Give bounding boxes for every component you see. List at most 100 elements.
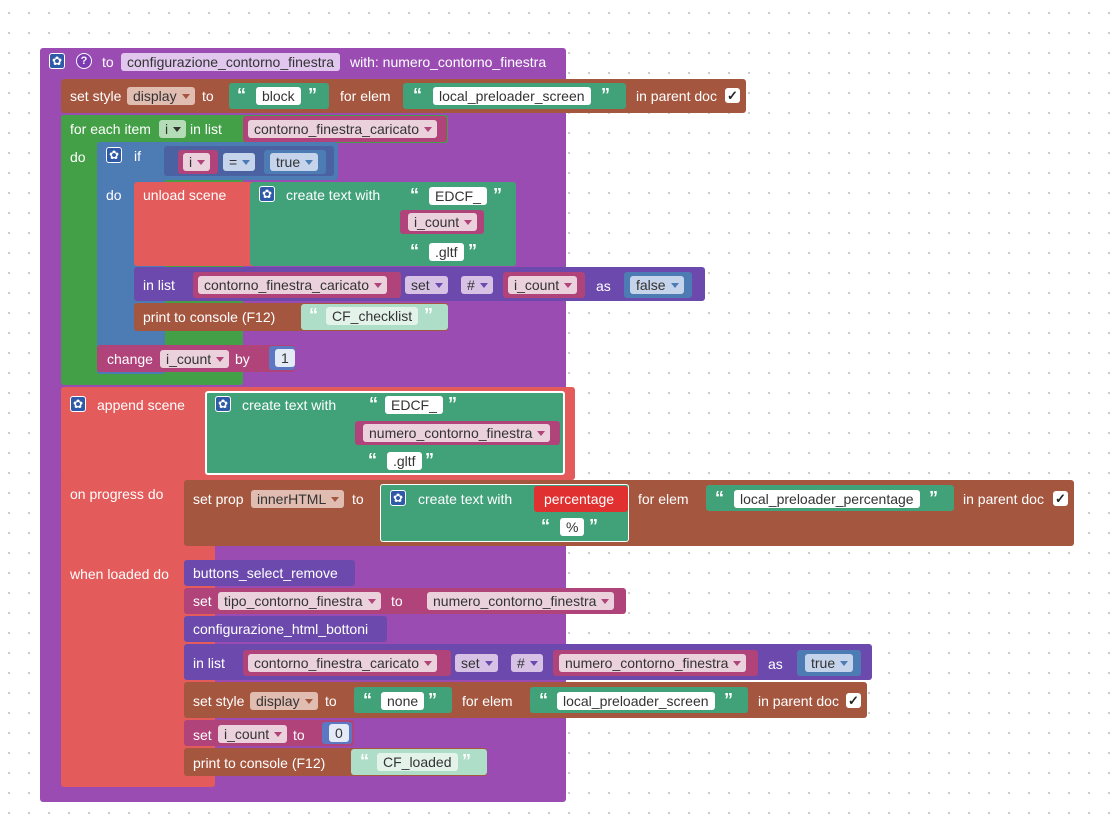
number-value[interactable]: 0 [329, 724, 349, 742]
list-var-dropdown[interactable]: contorno_finestra_caricato [248, 120, 437, 138]
gear-icon[interactable]: ✿ [49, 53, 65, 69]
as-label: as [768, 656, 783, 672]
list-var-dropdown[interactable]: contorno_finestra_caricato [248, 654, 437, 672]
text-value[interactable]: none [381, 692, 425, 710]
gear-icon[interactable]: ✿ [259, 186, 275, 202]
index-var-dropdown[interactable]: i_count [508, 276, 578, 294]
set-to-label: to [391, 593, 403, 609]
style-prop-dropdown[interactable]: display [250, 692, 318, 710]
open-quote-icon: “ [309, 305, 318, 325]
close-quote-icon: ” [425, 450, 434, 470]
open-quote-icon: “ [413, 85, 422, 105]
for-each-do-label: do [70, 149, 86, 165]
in-parent-doc-label: in parent doc [963, 491, 1044, 507]
list-mode-dropdown[interactable]: set [405, 276, 448, 294]
text-item-3[interactable]: .gltf [387, 452, 422, 470]
for-each-label: for each item [70, 121, 151, 137]
in-parent-checkbox[interactable]: ✓ [725, 88, 740, 103]
set-prop-dropdown[interactable]: innerHTML [251, 490, 345, 508]
unload-scene-label: unload scene [143, 187, 227, 203]
number-value[interactable]: 1 [275, 349, 295, 367]
icount-var-dropdown[interactable]: i_count [408, 213, 478, 231]
set-prop-label: set prop [193, 491, 244, 507]
if-do-label: do [106, 187, 122, 203]
set-style-label: set style [193, 693, 245, 709]
set-var-dropdown[interactable]: tipo_contorno_finestra [218, 592, 381, 610]
param-var-dropdown[interactable]: numero_contorno_finestra [427, 592, 615, 610]
in-parent-doc-label: in parent doc [636, 88, 717, 104]
in-list-label: in list [193, 655, 225, 671]
close-quote-icon: ” [493, 185, 502, 205]
for-elem-label: for elem [462, 693, 513, 709]
buttons-select-remove-block[interactable] [184, 560, 355, 586]
set-label: set [193, 593, 212, 609]
percent-text[interactable]: % [560, 518, 585, 536]
in-parent-checkbox[interactable]: ✓ [846, 693, 861, 708]
style-prop-dropdown[interactable]: display [127, 87, 195, 105]
open-quote-icon: “ [363, 690, 372, 710]
close-quote-icon: ” [462, 751, 471, 771]
text-elem-value[interactable]: local_preloader_percentage [734, 490, 920, 508]
text-elem-value[interactable]: local_preloader_screen [433, 87, 591, 105]
set-prop-to-label: to [352, 491, 364, 507]
gear-icon[interactable]: ✿ [106, 147, 122, 163]
buttons-select-remove-label: buttons_select_remove [193, 565, 338, 581]
gear-icon[interactable]: ✿ [215, 396, 231, 412]
text-item-1[interactable]: EDCF_ [429, 187, 487, 205]
procedure-name-field[interactable]: configurazione_contorno_finestra [121, 53, 341, 71]
style-to-label: to [202, 88, 214, 104]
text-literal-value[interactable]: CF_loaded [377, 753, 458, 771]
percentage-var-block[interactable] [534, 486, 628, 512]
help-icon[interactable]: ? [76, 53, 92, 69]
open-quote-icon: “ [368, 450, 377, 470]
index-var-dropdown[interactable]: numero_contorno_finestra [559, 654, 747, 672]
in-parent-checkbox[interactable]: ✓ [1053, 491, 1068, 506]
list-mode-dropdown[interactable]: set [455, 654, 498, 672]
close-quote-icon: ” [601, 85, 610, 105]
set-to-label: to [293, 727, 305, 743]
procedure-params-label: with: numero_contorno_finestra [350, 54, 547, 70]
list-var-dropdown[interactable]: contorno_finestra_caricato [198, 276, 387, 294]
boolean-dropdown[interactable]: true [805, 654, 854, 672]
change-var-dropdown[interactable]: i_count [160, 350, 230, 368]
set-label: set [193, 727, 212, 743]
in-parent-doc-label: in parent doc [758, 693, 839, 709]
open-quote-icon: “ [237, 85, 246, 105]
text-item-1[interactable]: EDCF_ [385, 396, 443, 414]
procedure-footer [40, 790, 566, 802]
when-loaded-label: when loaded do [70, 566, 169, 582]
open-quote-icon: “ [410, 241, 419, 261]
for-each-in-list-label: in list [190, 121, 222, 137]
create-text-label: create text with [286, 187, 381, 203]
param-var-dropdown[interactable]: numero_contorno_finestra [363, 424, 551, 442]
text-value-block[interactable]: block [256, 87, 301, 105]
list-where-dropdown[interactable]: # [461, 276, 493, 294]
config-html-bottoni-label: configurazione_html_bottoni [193, 621, 369, 637]
procedure-to-label: to [102, 54, 114, 70]
create-text-label: create text with [418, 491, 513, 507]
for-each-var-dropdown[interactable]: i [159, 120, 187, 138]
open-quote-icon: “ [541, 516, 550, 536]
gear-icon[interactable]: ✿ [70, 396, 86, 412]
boolean-dropdown[interactable]: true [270, 153, 319, 171]
open-quote-icon: “ [369, 394, 378, 414]
set-style-label: set style [70, 88, 122, 104]
config-html-bottoni-block[interactable] [184, 616, 387, 642]
text-elem-value[interactable]: local_preloader_screen [557, 692, 715, 710]
text-literal-value[interactable]: CF_checklist [326, 307, 419, 325]
list-where-dropdown[interactable]: # [511, 654, 543, 672]
gear-icon[interactable]: ✿ [390, 490, 406, 506]
open-quote-icon: “ [539, 690, 548, 710]
compare-left-dropdown[interactable]: i [183, 153, 211, 171]
boolean-dropdown[interactable]: false [630, 276, 684, 294]
compare-operator-dropdown[interactable]: = [223, 153, 256, 171]
open-quote-icon: “ [715, 488, 724, 508]
append-scene-label: append scene [97, 397, 185, 413]
text-item-3[interactable]: .gltf [429, 243, 464, 261]
set-var-dropdown[interactable]: i_count [218, 725, 288, 743]
close-quote-icon: ” [468, 241, 477, 261]
print-console-label: print to console (F12) [143, 309, 276, 325]
close-quote-icon: ” [724, 690, 733, 710]
in-list-label: in list [143, 277, 175, 293]
on-progress-label: on progress do [70, 486, 164, 502]
